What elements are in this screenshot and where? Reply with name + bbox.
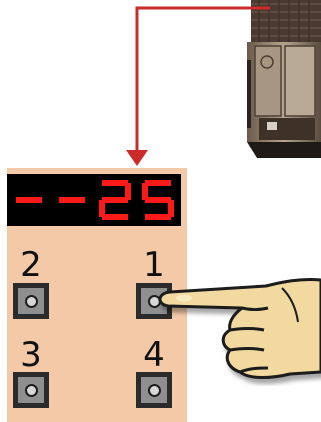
key-button-3[interactable] [13, 372, 49, 408]
key-dot [25, 295, 38, 308]
display-segment [102, 180, 128, 186]
key-dot [25, 384, 38, 397]
pointing-hand-icon [150, 268, 321, 386]
key-label-2: 2 [13, 248, 49, 282]
display-segment [145, 214, 171, 220]
display-segment [16, 197, 42, 203]
display-readout [7, 174, 181, 226]
segment-display [7, 174, 181, 226]
display-segment [145, 197, 171, 203]
display-segment [59, 197, 85, 203]
display-segment [102, 197, 128, 203]
display-segment [102, 214, 128, 220]
device-image [245, 0, 321, 160]
key-label-3: 3 [13, 338, 49, 372]
key-button-2[interactable] [13, 283, 49, 319]
display-segment [145, 180, 171, 186]
